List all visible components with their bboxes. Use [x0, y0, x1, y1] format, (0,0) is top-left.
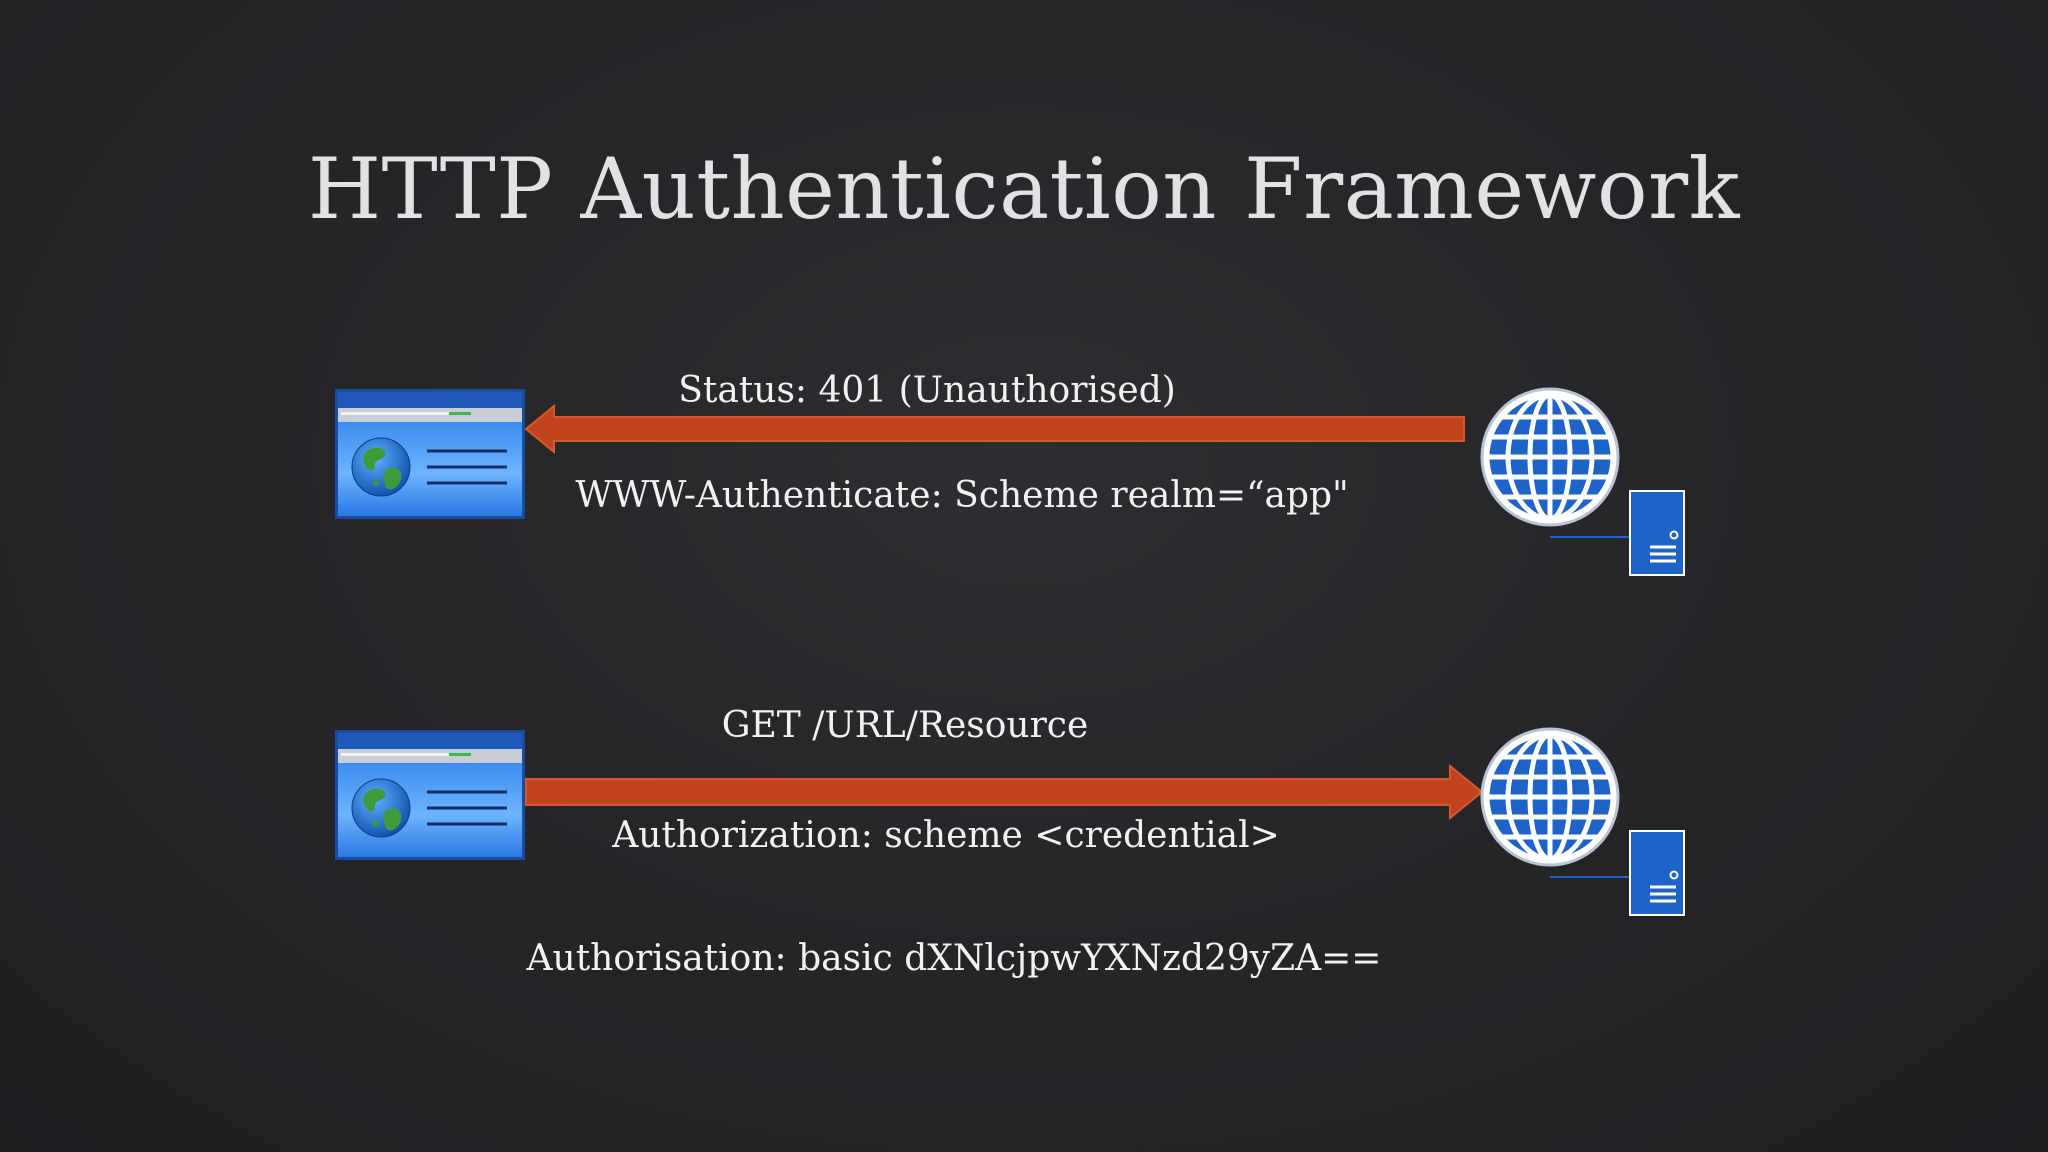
request-line: GET /URL/Resource	[721, 705, 1089, 746]
request-arrow	[524, 763, 1484, 824]
client-browser-icon-bottom	[335, 730, 525, 864]
response-status-line: Status: 401 (Unauthorised)	[678, 370, 1176, 411]
server-icon-bottom	[1478, 725, 1692, 925]
response-arrow	[524, 403, 1466, 458]
client-browser-icon-top	[335, 389, 525, 523]
request-example-line: Authorisation: basic dXNlcjpwYXNzd29yZA=…	[526, 938, 1382, 979]
request-header-line: Authorization: scheme <credential>	[612, 815, 1280, 856]
response-header-line: WWW-Authenticate: Scheme realm=“app"	[575, 475, 1349, 516]
server-icon-top	[1478, 385, 1692, 585]
slide-title: HTTP Authentication Framework	[307, 140, 1741, 238]
